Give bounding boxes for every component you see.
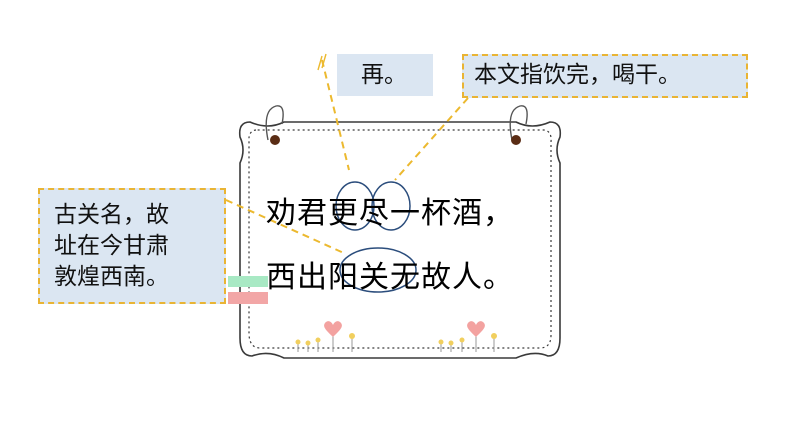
note-yangguan-line-3: 敦煌西南。 [54, 264, 169, 290]
note-jin-text: 本文指饮完，喝干。 [474, 62, 681, 88]
callout-line-yangguan [225, 199, 347, 255]
tape-green [228, 276, 268, 287]
hook-left-pin [270, 135, 280, 145]
hook-right-pin [511, 135, 521, 145]
note-yangguan-line-2: 址在今甘肃 [54, 233, 169, 259]
hook-right [509, 105, 528, 141]
note-jin: 本文指饮完，喝干。 [462, 54, 748, 98]
callout-line-jin [394, 97, 469, 181]
tape-pink [228, 292, 268, 304]
note-yangguan-line-1: 古关名，故 [54, 202, 169, 228]
poem-frame [238, 121, 562, 359]
flower-cluster-right [438, 321, 497, 352]
circle-jin [371, 181, 411, 231]
circle-geng [335, 181, 375, 231]
hook-left [265, 105, 284, 141]
poem-line-1: 劝君更尽一杯酒， [266, 196, 514, 231]
poem-line-2: 西出阳关无故人。 [266, 260, 514, 295]
callout-tick [317, 53, 327, 71]
note-zai-text: 再。 [361, 62, 407, 88]
callout-line-zai [321, 59, 350, 171]
flower-cluster-left [295, 321, 355, 352]
circle-yangguan [339, 247, 417, 293]
note-zai: 再。 [337, 54, 433, 96]
poem-frame-inner [248, 129, 552, 349]
note-yangguan: 古关名，故 址在今甘肃 敦煌西南。 [38, 188, 226, 304]
